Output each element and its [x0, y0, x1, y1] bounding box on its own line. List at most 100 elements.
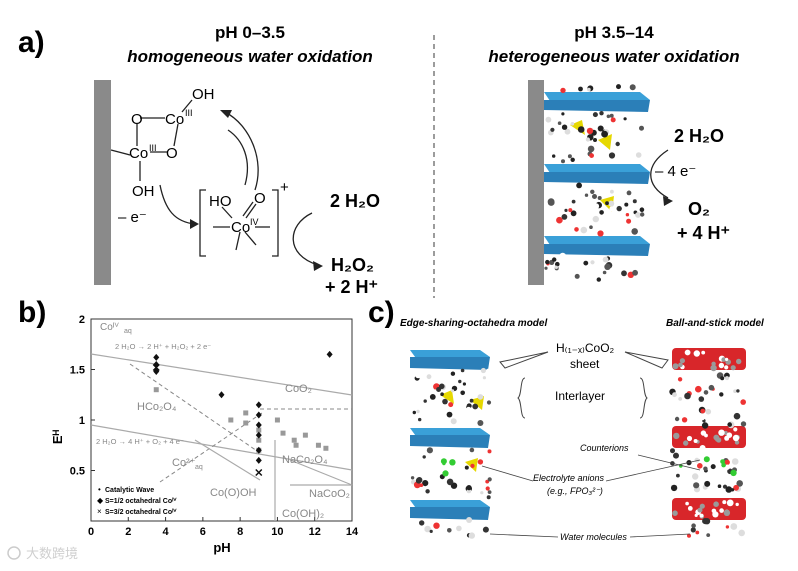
o-right: O	[166, 145, 178, 162]
x-axis-label: pH	[213, 540, 230, 555]
right-ph-title: pH 3.5–14	[574, 23, 654, 42]
c-left-stack	[410, 350, 490, 520]
molecule-dot-98	[686, 381, 691, 386]
molecule-dot-145	[725, 486, 733, 493]
molecule-dot-107	[689, 411, 694, 415]
molecule-dot-68	[418, 494, 423, 498]
molecule-dot-223	[449, 459, 456, 466]
molecule-dot-20	[599, 111, 604, 116]
molecule-dot-37	[552, 154, 556, 158]
molecule-dot-49	[610, 189, 614, 194]
x-tick-label-7: 14	[346, 526, 359, 538]
molecule-dot-106	[573, 84, 579, 90]
molecule-dot-7	[585, 137, 591, 142]
molecule-dot-146	[687, 478, 693, 484]
molecule-dot-222	[730, 469, 737, 477]
molecule-dot-29	[597, 151, 602, 156]
hco2o4-boundary	[129, 363, 261, 454]
molecule-dot-177	[711, 361, 716, 366]
molecule-dot-31	[550, 127, 555, 132]
molecule-dot-69	[425, 489, 430, 494]
molecule-dot-20	[482, 376, 486, 380]
molecule-dot-202	[694, 513, 698, 518]
molecule-dot-46	[608, 200, 615, 207]
molecule-dot-142	[731, 458, 739, 465]
molecule-dot-67	[635, 212, 641, 218]
molecule-dot-96	[590, 260, 595, 265]
molecule-dot-206	[719, 508, 724, 513]
molecule-dot-53	[410, 476, 415, 480]
molecule-dot-35	[587, 145, 595, 153]
point-s0-7	[274, 417, 280, 423]
molecule-dot-56	[592, 194, 597, 199]
molecule-dot-181	[730, 365, 736, 371]
point-s1-8	[255, 446, 262, 454]
c-right-stack	[672, 348, 746, 520]
return-arrow-outer	[224, 111, 259, 191]
molecule-dot-124	[737, 451, 744, 458]
molecule-dot-76	[547, 198, 555, 206]
plus-4h-label: + 4 H⁺	[677, 223, 730, 243]
molecule-dot-95	[632, 269, 638, 276]
point-s0-4	[256, 427, 262, 433]
molecule-dot-52	[561, 214, 568, 220]
point-s0-8	[280, 430, 286, 436]
point-s0-5	[256, 437, 262, 443]
molecule-dot-77	[625, 213, 630, 217]
molecule-dot-116	[740, 421, 747, 427]
molecule-dot-8	[561, 159, 565, 164]
molecule-dot-68	[570, 210, 577, 217]
molecule-dot-115	[740, 399, 746, 405]
molecule-dot-128	[673, 452, 679, 459]
molecule-dot-21	[564, 128, 571, 135]
molecule-dot-80	[602, 270, 607, 275]
left-ph-title: pH 0–3.5	[215, 23, 285, 42]
molecule-dot-15	[639, 125, 644, 131]
molecule-dot-61	[422, 455, 426, 459]
label-co2: CoO₂	[285, 383, 312, 395]
molecule-dot-44	[597, 230, 604, 237]
anions-example: (e.g., FPO₃²⁻)	[547, 486, 603, 496]
rxn2-line	[90, 424, 353, 471]
left-subtitle: homogeneous water oxidation	[127, 47, 373, 66]
molecule-dot-218	[720, 459, 725, 464]
molecule-dot-163	[703, 518, 711, 525]
x-tick-label-0: 0	[88, 526, 94, 538]
molecule-dot-56	[485, 486, 490, 491]
molecule-dot-34	[429, 394, 436, 400]
molecule-dot-24	[460, 390, 466, 396]
co-iv-ox: IV	[250, 217, 259, 227]
y-tick-label-3: 2	[79, 314, 85, 326]
molecule-dot-109	[695, 385, 702, 393]
label-co-top-sub: aq	[124, 328, 132, 335]
oxidation-arrow-head	[190, 219, 199, 229]
molecule-dot-93	[555, 261, 560, 267]
point-s0-9	[291, 437, 297, 443]
point-s1-4	[255, 401, 262, 409]
point-s2-0	[152, 363, 160, 372]
molecule-dot-88	[674, 416, 680, 422]
molecule-dot-216	[723, 509, 731, 516]
y-tick-label-0: 0.5	[70, 466, 85, 478]
molecule-dot-15	[450, 418, 457, 425]
oh-bottom: OH	[132, 183, 155, 200]
molecule-dot-66	[487, 477, 492, 482]
molecule-dot-55	[427, 477, 431, 481]
co-iv: Co	[231, 219, 250, 236]
molecule-dot-93	[719, 392, 724, 397]
molecule-dot-84	[559, 252, 567, 260]
molecule-dot-149	[704, 480, 711, 487]
molecule-dot-14	[426, 374, 432, 380]
label-rxn1: 2 H₂O → 2 H⁺ + H₂O₂ + 2 e⁻	[115, 342, 211, 351]
model-left-title: Edge-sharing-octahedra model	[400, 318, 547, 329]
molecule-dot-36	[440, 392, 444, 397]
x-tick-label-2: 4	[163, 526, 170, 538]
molecule-dot-23	[601, 130, 608, 138]
molecule-dot-41	[462, 447, 467, 453]
cooh-boundary	[194, 439, 261, 481]
molecule-dot-148	[733, 484, 739, 491]
molecule-dot-7	[439, 411, 444, 417]
molecule-dot-190	[673, 432, 680, 440]
molecule-dot-97	[604, 263, 611, 270]
